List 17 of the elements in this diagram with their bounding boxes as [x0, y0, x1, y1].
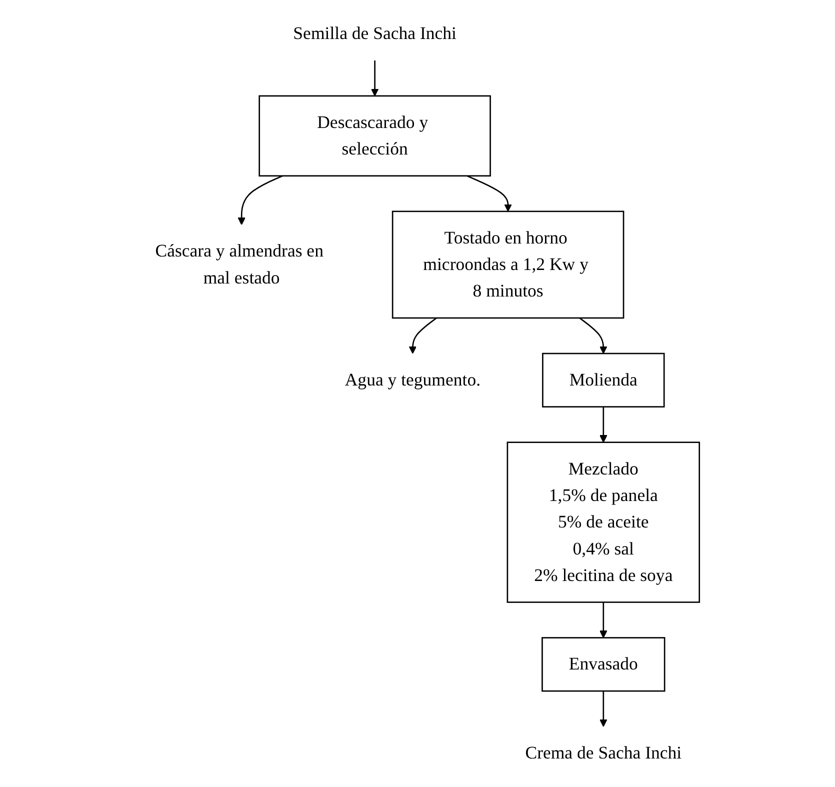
node-box: Descascarado y selección	[259, 95, 492, 177]
node-box: Mezclado 1,5% de panela 5% de aceite 0,4% sal 2% lecitina de soya	[507, 442, 700, 603]
node-box: Envasado	[542, 637, 666, 692]
arrow	[371, 60, 380, 96]
arrow	[600, 691, 608, 727]
arrow	[600, 602, 608, 638]
arrow	[238, 175, 284, 226]
node-box: Tostado en horno microondas a 1,2 Kw y 8 minutos	[392, 210, 624, 319]
node-box: Molienda	[542, 352, 666, 408]
arrow	[580, 317, 608, 354]
node-text: Cáscara y almendras en mal estado	[156, 242, 324, 288]
node-text: Semilla de Sacha Inchi	[294, 24, 457, 44]
arrow	[467, 175, 512, 212]
arrow	[409, 317, 438, 354]
node-text: Agua y tegumento.	[345, 370, 481, 390]
node-text: Crema de Sacha Inchi	[526, 743, 682, 763]
arrow	[600, 406, 608, 443]
